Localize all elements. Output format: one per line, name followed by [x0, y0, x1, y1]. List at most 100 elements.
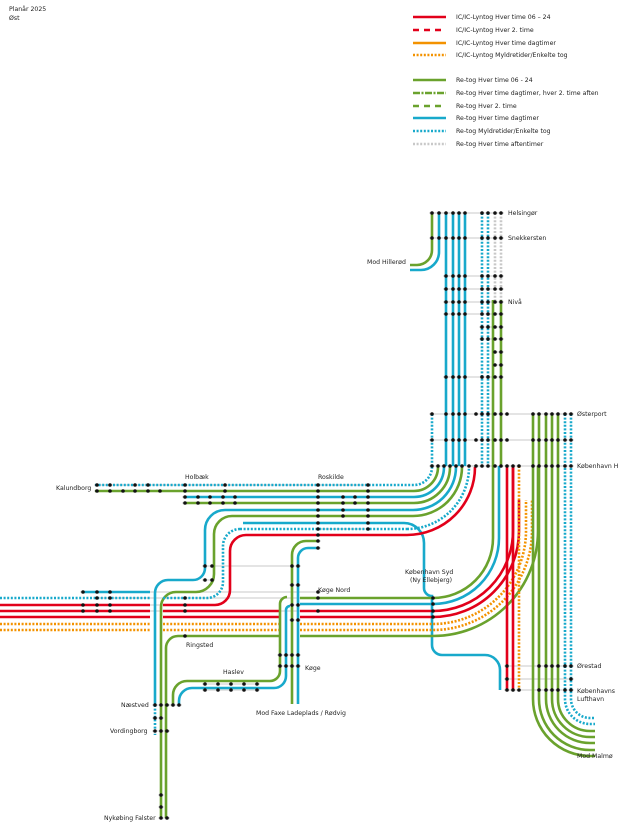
svg-text:IC/IC-Lyntog Myldretider/Enkel: IC/IC-Lyntog Myldretider/Enkelte tog	[456, 52, 568, 59]
station-stop-dot	[457, 236, 461, 240]
station-stop-dot	[223, 483, 227, 487]
station-stop-dot	[556, 688, 560, 692]
line-hillerod-green	[410, 213, 434, 267]
station-label[interactable]: København H	[577, 463, 619, 470]
station-label[interactable]: Vordingborg	[110, 728, 148, 735]
station-stop-dot	[499, 363, 503, 367]
station-stop-dot	[242, 682, 246, 686]
station-stop-dot	[159, 703, 163, 707]
station-stop-dot	[480, 312, 484, 316]
station-label[interactable]: Kalundborg	[56, 485, 91, 492]
station-stop-dot	[95, 609, 99, 613]
station-stop-dot	[133, 489, 137, 493]
line-holbaek-green	[185, 466, 452, 505]
station-stop-dot	[550, 688, 554, 692]
station-stop-dot	[284, 664, 288, 668]
line-koge-nord-blue	[300, 466, 501, 606]
station-label[interactable]: Nykøbing Falster	[104, 815, 156, 822]
station-stop-dot	[108, 489, 112, 493]
station-label[interactable]: (Ny Ellebjerg)	[410, 577, 452, 584]
station-stop-dot	[544, 438, 548, 442]
station-stop-dot	[81, 590, 85, 594]
station-stop-dot	[493, 337, 497, 341]
station-stop-dot	[480, 274, 484, 278]
station-stop-dot	[430, 464, 434, 468]
station-stop-dot	[444, 236, 448, 240]
station-stop-dot	[278, 664, 282, 668]
station-stop-dot	[486, 312, 490, 316]
station-stop-dot	[505, 412, 509, 416]
station-stop-dot	[550, 438, 554, 442]
station-label[interactable]: Helsingør	[508, 210, 538, 217]
station-stop-dot	[444, 211, 448, 215]
station-stop-dot	[537, 664, 541, 668]
legend: IC/IC-Lyntog Hver time 06 – 24 IC/IC-Lyn…	[413, 14, 599, 148]
station-label[interactable]: Næstved	[121, 702, 149, 709]
svg-text:IC/IC-Lyntog Hver time 06 – 24: IC/IC-Lyntog Hver time 06 – 24	[456, 14, 551, 21]
station-stop-dot	[480, 375, 484, 379]
station-label[interactable]: Køge	[305, 665, 321, 672]
station-stop-dot	[499, 350, 503, 354]
station-stop-dot	[454, 464, 458, 468]
station-label[interactable]: Lufthavn	[577, 696, 604, 703]
station-label[interactable]: Københavns	[577, 688, 615, 695]
station-label[interactable]: Mod Faxe Ladeplads / Rødvig	[256, 710, 346, 717]
station-stop-dot	[486, 337, 490, 341]
station-stop-dot	[531, 464, 535, 468]
station-label[interactable]: Østerport	[577, 410, 607, 418]
station-stop-dot	[457, 412, 461, 416]
station-stop-dot	[499, 464, 503, 468]
station-stop-dot	[316, 609, 320, 613]
station-stop-dot	[569, 438, 573, 442]
station-stop-dot	[451, 287, 455, 291]
station-stop-dot	[316, 539, 320, 543]
station-label[interactable]: Roskilde	[318, 474, 344, 481]
station-label[interactable]: Ringsted	[186, 642, 213, 649]
station-stop-dot	[442, 464, 446, 468]
station-stop-dot	[451, 312, 455, 316]
station-label[interactable]: Mod Malmø	[577, 753, 613, 760]
station-stop-dot	[480, 438, 484, 442]
station-stop-dot	[493, 287, 497, 291]
station-stop-dot	[430, 438, 434, 442]
station-stop-dot	[183, 596, 187, 600]
station-label[interactable]: Mod Hillerød	[367, 259, 406, 266]
station-stop-dot	[499, 337, 503, 341]
line-faxe-blue	[296, 546, 318, 704]
station-stop-dot	[431, 602, 435, 606]
station-stop-dot	[486, 287, 490, 291]
station-stop-dot	[366, 495, 370, 499]
station-stop-dot	[229, 688, 233, 692]
station-label[interactable]: Haslev	[223, 669, 244, 676]
station-stop-dot	[290, 653, 294, 657]
station-stop-dot	[563, 412, 567, 416]
station-stop-dot	[108, 603, 112, 607]
station-stop-dot	[550, 412, 554, 416]
station-stop-dot	[451, 300, 455, 304]
station-stop-dot	[221, 495, 225, 499]
station-stop-dot	[493, 236, 497, 240]
station-label[interactable]: København Syd	[405, 569, 453, 576]
map-title: Planår 2025	[9, 4, 46, 13]
station-stop-dot	[493, 464, 497, 468]
station-label[interactable]: Nivå	[508, 297, 522, 306]
station-label[interactable]: Køge Nord	[318, 587, 350, 594]
station-stop-dot	[290, 564, 294, 568]
legend-item: Re-tog Hver time dagtimer, hver 2. time …	[413, 90, 599, 97]
station-stop-dot	[569, 464, 573, 468]
station-stop-dot	[537, 688, 541, 692]
station-stop-dot	[316, 533, 320, 537]
station-label[interactable]: Snekkersten	[508, 235, 546, 242]
station-label[interactable]: Ørestad	[577, 662, 602, 670]
station-stop-dot	[463, 211, 467, 215]
station-stop-dot	[499, 438, 503, 442]
station-stop-dot	[159, 729, 163, 733]
station-stop-dot	[153, 716, 157, 720]
station-stop-dot	[81, 609, 85, 613]
station-label[interactable]: Holbæk	[185, 474, 209, 481]
station-stop-dot	[430, 412, 434, 416]
station-stop-dot	[183, 489, 187, 493]
station-stop-dot	[203, 578, 207, 582]
station-stop-dot	[255, 688, 259, 692]
line-malmo-green	[531, 414, 595, 758]
